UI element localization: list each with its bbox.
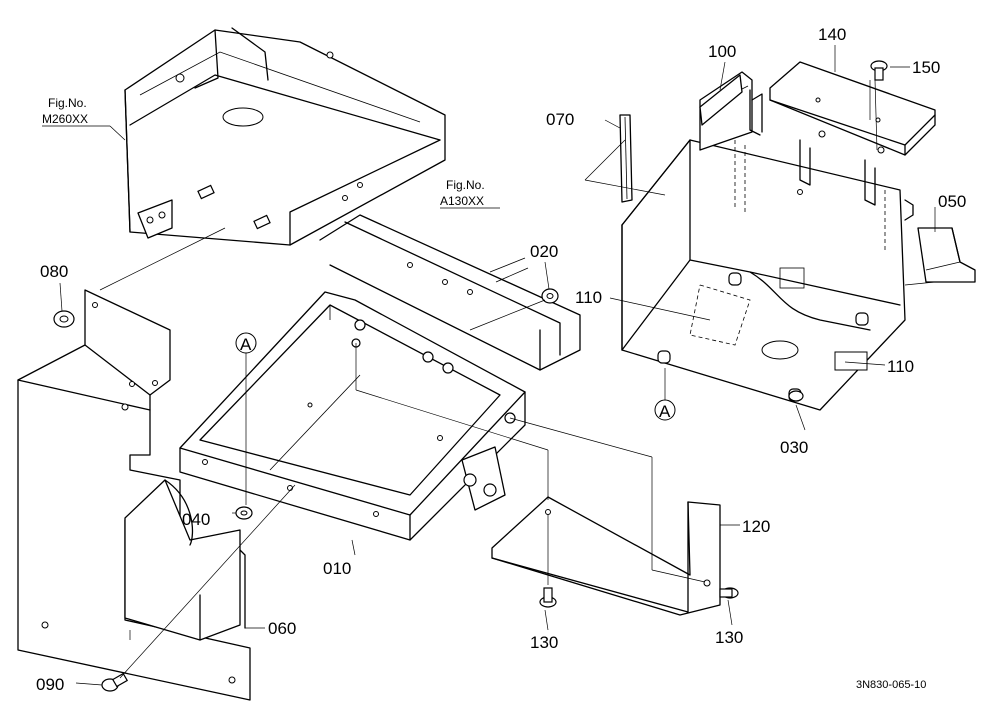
label-130-a: 130: [530, 633, 558, 652]
battery-case: [621, 71, 914, 411]
shield-060: [124, 479, 246, 641]
callout-a-right: A: [654, 399, 676, 421]
part-labels: 010 020 030 040 050 060 070 080 090 100 …: [36, 25, 966, 694]
label-140: 140: [818, 25, 846, 44]
bracket-010: [179, 291, 526, 541]
rod-070: [619, 114, 633, 203]
nut-040: [235, 506, 253, 520]
nut-080: [53, 310, 75, 328]
label-130-b: 130: [715, 628, 743, 647]
assembly-lines: [99, 79, 936, 679]
fig-ref-a130xx-line2: A130XX: [440, 194, 484, 208]
drawing-code: 3N830-065-10: [856, 679, 926, 691]
label-100: 100: [708, 42, 736, 61]
label-010: 010: [323, 559, 351, 578]
label-070: 070: [546, 110, 574, 129]
bolt-030: [788, 390, 804, 402]
callout-a-left-label: A: [240, 335, 252, 354]
bracket-050: [917, 227, 976, 283]
label-050: 050: [938, 192, 966, 211]
label-150: 150: [912, 58, 940, 77]
label-030: 030: [780, 438, 808, 457]
fig-ref-m260xx-line1: Fig.No.: [48, 96, 87, 110]
nut-020: [541, 288, 559, 304]
guard-120: [491, 496, 721, 616]
label-020: 020: [530, 242, 558, 261]
callout-a-right-label: A: [659, 402, 671, 421]
left-panel: [17, 289, 251, 701]
label-040: 040: [182, 510, 210, 529]
label-110-b: 110: [887, 357, 914, 376]
label-090: 090: [36, 675, 64, 694]
pad-100: [699, 74, 743, 126]
label-080: 080: [40, 262, 68, 281]
cover-140: [769, 61, 936, 206]
bolt-150: [870, 60, 888, 81]
fig-ref-m260xx-line2: M260XX: [42, 112, 88, 126]
fig-ref-a130xx-line1: Fig.No.: [446, 178, 485, 192]
bolt-090: [101, 672, 129, 692]
mid-frame-a130xx: [319, 214, 581, 371]
bolt-130-a: [539, 587, 557, 608]
callout-a-left: A: [235, 332, 257, 354]
label-110-a: 110: [575, 288, 602, 307]
label-120: 120: [742, 517, 770, 536]
upper-frame-m260xx: [124, 27, 446, 246]
label-leaders: [59, 45, 936, 686]
label-060: 060: [268, 619, 296, 638]
bolt-130-b: [719, 587, 739, 599]
